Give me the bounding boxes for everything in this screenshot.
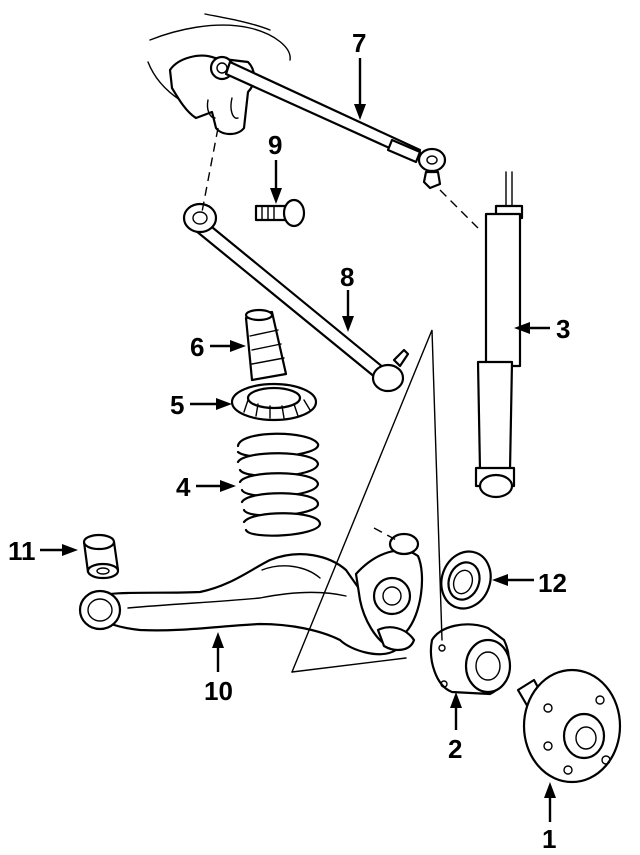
assembly-lines <box>201 127 479 673</box>
shock-absorber <box>474 171 524 499</box>
spring-seat <box>230 382 318 422</box>
callout-11: 11 <box>8 536 36 566</box>
arm-bushing <box>82 533 120 580</box>
bolt <box>254 198 306 228</box>
wheel-bearing-hub <box>429 623 512 696</box>
hub-flange <box>516 668 622 784</box>
callout-9: 9 <box>268 130 282 160</box>
callout-8: 8 <box>340 262 354 292</box>
upper-lateral-link <box>224 60 447 190</box>
lower-lateral-link <box>182 202 410 393</box>
callout-7: 7 <box>352 28 366 58</box>
body-mount-bracket <box>147 13 291 136</box>
bearing-seal <box>440 550 492 610</box>
coil-spring <box>236 432 322 537</box>
callout-2: 2 <box>448 734 462 764</box>
callout-1: 1 <box>542 824 556 854</box>
callout-6: 6 <box>190 332 204 362</box>
trailing-arm <box>78 532 424 656</box>
bump-stop <box>244 308 288 382</box>
callout-3: 3 <box>556 314 570 344</box>
callout-5: 5 <box>170 390 184 420</box>
callout-10: 10 <box>204 676 233 706</box>
leaders <box>40 58 556 822</box>
callout-4: 4 <box>176 472 191 502</box>
callout-12: 12 <box>538 568 567 598</box>
